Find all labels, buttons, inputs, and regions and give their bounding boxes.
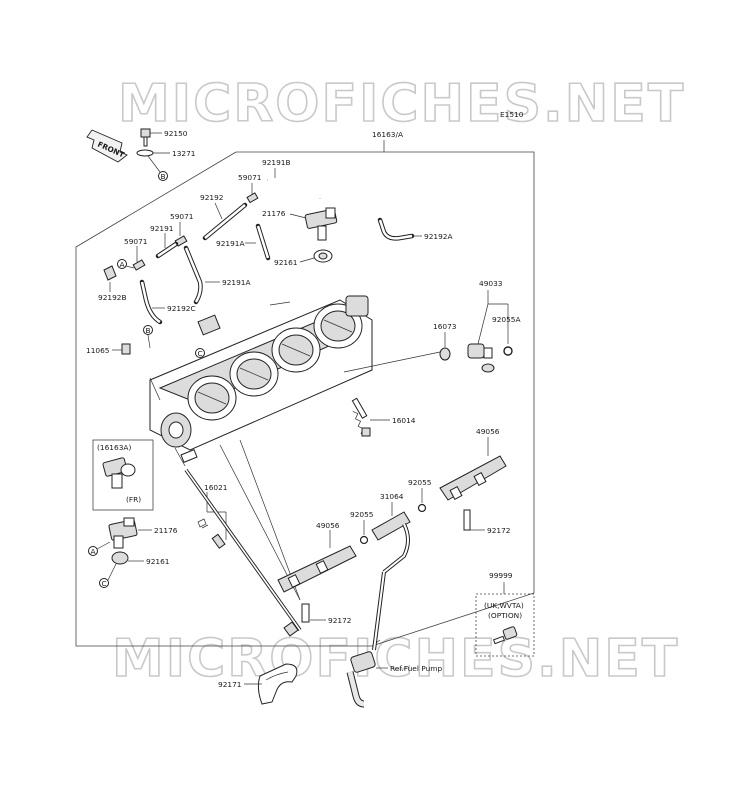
callout-c-circle-1 — [195, 348, 205, 358]
watermark-top: MICROFICHES.NET — [118, 74, 685, 134]
option-line-2: (OPTION) — [488, 611, 522, 620]
plug-icon — [492, 626, 518, 645]
inset-title: (16163A) — [97, 443, 131, 452]
seal-16073 — [439, 347, 451, 361]
label-49056-a: 49056 — [476, 427, 500, 436]
pulley-icon — [160, 412, 192, 448]
option-line-1: (UK,WVTA) — [484, 601, 524, 610]
sensor-plug-small — [103, 265, 117, 281]
idle-valve — [197, 314, 221, 336]
inset-sensor-icon — [102, 457, 136, 489]
label-92150: 92150 — [164, 129, 188, 138]
bracket-92171 — [257, 663, 298, 705]
callout-c-label-1: C — [198, 349, 203, 358]
label-49056-b: 49056 — [316, 521, 340, 530]
label-92055-a: 92055 — [350, 510, 374, 519]
callout-a-label-2: A — [91, 547, 96, 556]
fuel-rail-49056-left — [277, 545, 357, 623]
callout-b-label-2: B — [146, 326, 151, 335]
throttle-bore-3 — [271, 327, 321, 373]
o-ring-92055-right — [417, 503, 427, 513]
label-21176-b: 21176 — [154, 526, 178, 535]
label-16014: 16014 — [392, 416, 416, 425]
label-92172-b: 92172 — [328, 616, 352, 625]
label-92192a: 92192A — [424, 232, 453, 241]
option-box — [475, 593, 535, 657]
callout-b-label: B — [161, 172, 166, 181]
o-ring-92055a — [503, 346, 513, 356]
label-92055a: 92055A — [492, 315, 521, 324]
fuel-pump-connector — [346, 571, 386, 708]
label-16163a: 16163/A — [372, 130, 403, 139]
cap-11065 — [121, 343, 131, 355]
throttle-bore-2 — [229, 351, 279, 397]
label-59071-c: 59071 — [124, 237, 148, 246]
label-31064: 31064 — [380, 492, 404, 501]
label-59071-b: 59071 — [170, 212, 194, 221]
label-59071-a: 59071 — [238, 173, 262, 182]
label-92171: 92171 — [218, 680, 242, 689]
inset-box — [92, 439, 154, 511]
joint-59071-top — [246, 192, 259, 204]
label-92192c: 92192C — [167, 304, 196, 313]
sensor-21176-lower — [108, 517, 138, 549]
callout-a-label-1: A — [120, 260, 125, 269]
sensor-21176-top — [304, 207, 338, 263]
label-92172-a: 92172 — [487, 526, 511, 535]
label-21176-a: 21176 — [262, 209, 286, 218]
callout-a-circle-1 — [117, 259, 127, 269]
label-16073: 16073 — [433, 322, 457, 331]
joint-31064 — [371, 511, 411, 574]
front-arrow-icon: FRONT — [86, 129, 128, 163]
callout-c-circle-2 — [99, 578, 109, 588]
throttle-actuator — [345, 295, 369, 317]
throttle-bore-1 — [187, 375, 237, 421]
label-92161-a: 92161 — [274, 258, 298, 267]
hose-92192c — [139, 279, 163, 325]
label-92191: 92191 — [150, 224, 174, 233]
cable-16021 — [184, 468, 302, 637]
label-13271: 13271 — [172, 149, 196, 158]
label-49033: 49033 — [479, 279, 503, 288]
label-92055-b: 92055 — [408, 478, 432, 487]
label-99999: 99999 — [489, 571, 513, 580]
joint-59071-left — [132, 259, 146, 271]
callout-a-circle-2 — [88, 546, 98, 556]
spring-16014 — [351, 397, 371, 437]
label-92161-b: 92161 — [146, 557, 170, 566]
label-11065: 11065 — [86, 346, 110, 355]
sensor-49033 — [467, 343, 495, 373]
callout-b-circle-2 — [143, 325, 153, 335]
label-16021: 16021 — [204, 483, 228, 492]
ref-fuel-pump: Ref.Fuel Pump — [390, 664, 442, 673]
oring-92161-lower — [111, 551, 129, 565]
callout-c-label-2: C — [102, 579, 107, 588]
callout-b-circle — [158, 171, 168, 181]
figure-code: E1510 — [500, 110, 524, 119]
o-ring-92055-left — [359, 535, 369, 545]
inset-sub: (FR) — [126, 495, 141, 504]
throttle-body-assembly — [149, 295, 373, 467]
label-92191a-1: 92191A — [216, 239, 245, 248]
label-92191b: 92191B — [262, 158, 291, 167]
fuel-rail-49056-right — [439, 455, 507, 531]
label-92191a-2: 92191A — [222, 278, 251, 287]
label-92192b: 92192B — [98, 293, 127, 302]
label-92192: 92192 — [200, 193, 224, 202]
